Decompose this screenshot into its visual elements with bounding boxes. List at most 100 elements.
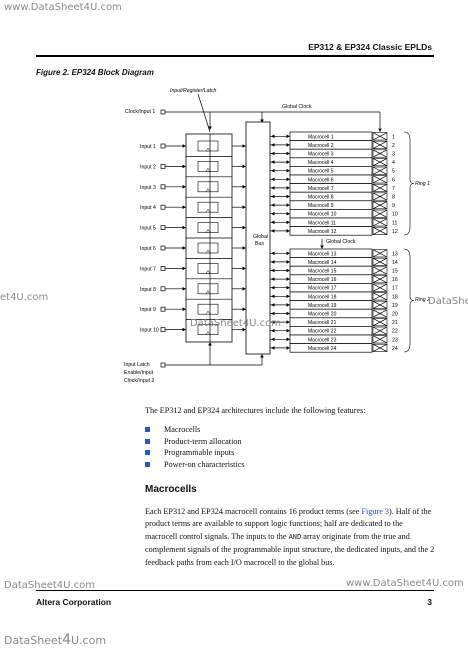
input-arrow-icon bbox=[182, 307, 186, 311]
clock-input-1-label: Clock/Input 1 bbox=[125, 109, 155, 115]
macrocell-feedback-arrow-icon bbox=[271, 211, 275, 216]
macrocell-label: Macrocell 7 bbox=[308, 186, 334, 192]
clock-arrow-ring1 bbox=[378, 128, 382, 132]
macrocell-label: Macrocell 12 bbox=[308, 229, 337, 235]
macrocell-input-arrow-icon bbox=[286, 186, 290, 190]
watermark-bottom-right: www.DataSheet4U.com bbox=[346, 578, 464, 589]
io-buffer-cross bbox=[372, 318, 388, 327]
section-heading: Macrocells bbox=[145, 484, 197, 495]
pin-number: 11 bbox=[392, 220, 397, 226]
macrocell-label: Macrocell 16 bbox=[308, 277, 337, 283]
macrocell-input-arrow-icon bbox=[286, 143, 290, 147]
section-paragraph: Each EP312 and EP324 macrocell contains … bbox=[145, 507, 435, 567]
bus-arrow-icon bbox=[242, 266, 246, 271]
macrocell-label: Macrocell 11 bbox=[308, 220, 336, 226]
clock-triangle-icon bbox=[205, 269, 211, 274]
macrocell-label: Macrocell 18 bbox=[308, 294, 337, 300]
bus-arrow-icon bbox=[242, 287, 246, 291]
macrocell-feedback-arrow-icon bbox=[271, 186, 275, 190]
macrocell-label: Macrocell 22 bbox=[308, 329, 337, 335]
macrocell-label: Macrocell 1 bbox=[308, 134, 334, 140]
macrocell-label: Macrocell 3 bbox=[308, 152, 334, 158]
pin-number: 16 bbox=[392, 277, 398, 283]
io-buffer-cross bbox=[372, 300, 388, 309]
input-arrow-icon bbox=[182, 185, 186, 189]
input-label-4: Input 4 bbox=[140, 205, 156, 211]
macrocell-label: Macrocell 14 bbox=[308, 260, 337, 266]
figure-3-link[interactable]: Figure 3 bbox=[361, 507, 389, 516]
input-pin-icon bbox=[160, 143, 166, 149]
input-pin-icon bbox=[160, 184, 166, 190]
io-buffer-cross bbox=[372, 201, 388, 210]
input-label-10: Input 10 bbox=[140, 328, 159, 334]
feature-item: Macrocells bbox=[145, 424, 245, 436]
pin-number: 7 bbox=[392, 186, 395, 192]
bus-arrow-icon bbox=[242, 327, 246, 332]
latch-arrow-register bbox=[208, 342, 212, 346]
pin-number: 22 bbox=[392, 329, 398, 335]
input-label-9: Input 9 bbox=[140, 307, 156, 313]
watermark-left: et4U.com bbox=[0, 292, 49, 303]
input-latch-label-3: Clock/Input 2 bbox=[124, 378, 154, 384]
macrocell-input-arrow-icon bbox=[286, 260, 290, 264]
footer-company: Altera Corporation bbox=[36, 597, 112, 607]
io-buffer-cross bbox=[372, 149, 388, 158]
input-pin-icon bbox=[160, 306, 166, 312]
ring1-bracket bbox=[403, 131, 415, 236]
io-buffer-cross bbox=[372, 132, 388, 141]
macrocell-feedback-arrow-icon bbox=[271, 251, 275, 256]
latch-arrow-bus bbox=[260, 354, 264, 358]
pin-number: 18 bbox=[392, 294, 398, 300]
footer-page-number: 3 bbox=[427, 597, 432, 607]
input-latch-label-1: Input Latch bbox=[124, 362, 150, 368]
input-pin-icon bbox=[160, 286, 166, 292]
macrocell-input-arrow-icon bbox=[286, 203, 290, 207]
macrocell-feedback-arrow-icon bbox=[271, 303, 275, 307]
input-arrow-icon bbox=[182, 327, 186, 332]
pin-number: 23 bbox=[392, 337, 398, 343]
macrocell-label: Macrocell 23 bbox=[308, 337, 337, 343]
clock-arrow-ring2 bbox=[320, 245, 324, 249]
macrocell-label: Macrocell 19 bbox=[308, 303, 337, 309]
macrocell-input-arrow-icon bbox=[286, 151, 290, 156]
input-label-8: Input 8 bbox=[140, 287, 156, 293]
macrocell-input-arrow-icon bbox=[286, 311, 290, 316]
header-rule bbox=[36, 55, 434, 57]
io-buffer-cross bbox=[372, 309, 388, 318]
io-buffer-cross bbox=[372, 249, 388, 258]
input-label-1: Input 1 bbox=[140, 144, 156, 150]
macrocell-feedback-arrow-icon bbox=[271, 168, 275, 173]
bus-arrow-icon bbox=[242, 225, 246, 230]
macrocell-label: Macrocell 17 bbox=[308, 286, 337, 292]
macrocell-input-arrow-icon bbox=[286, 328, 290, 333]
pin-number: 3 bbox=[392, 152, 395, 158]
macrocell-feedback-arrow-icon bbox=[271, 328, 275, 333]
io-buffer-cross bbox=[372, 292, 388, 301]
macrocell-label: Macrocell 20 bbox=[308, 312, 337, 318]
io-buffer-cross bbox=[372, 275, 388, 284]
clock-triangle-icon bbox=[205, 208, 211, 213]
macrocell-label: Macrocell 10 bbox=[308, 212, 337, 218]
input-label-2: Input 2 bbox=[140, 164, 156, 170]
feature-list: Macrocells Product-term allocation Progr… bbox=[145, 424, 245, 470]
macrocell-12 bbox=[289, 226, 373, 236]
macrocell-feedback-arrow-icon bbox=[271, 285, 275, 290]
input-arrow-icon bbox=[182, 266, 186, 271]
watermark-right: DataShee bbox=[428, 296, 468, 307]
macrocell-label: Macrocell 6 bbox=[308, 177, 334, 183]
macrocell-input-arrow-icon bbox=[286, 177, 290, 182]
pin-number: 12 bbox=[392, 229, 398, 235]
footer-watermark-logo: DataSheet4U.com bbox=[4, 632, 107, 648]
input-pin-icon bbox=[160, 225, 166, 230]
macrocell-feedback-arrow-icon bbox=[271, 160, 275, 164]
input-pin-icon bbox=[160, 164, 166, 169]
macrocell-feedback-arrow-icon bbox=[271, 311, 275, 316]
macrocell-input-arrow-icon bbox=[286, 229, 290, 233]
macrocell-feedback-arrow-icon bbox=[271, 294, 275, 299]
input-arrow-icon bbox=[182, 164, 186, 169]
macrocell-feedback-arrow-icon bbox=[271, 134, 275, 139]
macrocell-input-arrow-icon bbox=[286, 268, 290, 273]
input-arrow-icon bbox=[182, 144, 186, 148]
ring2-bracket-label: Ring 2 bbox=[415, 297, 430, 303]
pin-number: 10 bbox=[392, 212, 398, 218]
